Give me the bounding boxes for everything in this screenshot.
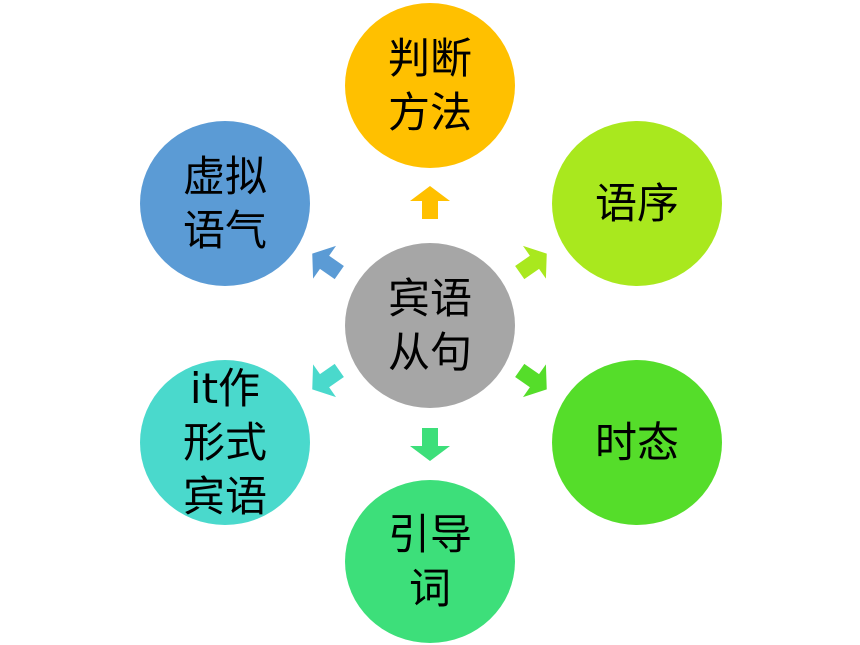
node-top-right: 语序 [552,121,722,286]
node-bottom: 引导 词 [345,480,515,643]
center-node: 宾语 从句 [345,243,515,408]
node-top-left-label: 虚拟 语气 [182,151,267,255]
arrow-up-left-icon [312,245,344,280]
arrow-down-icon [410,428,450,461]
node-bottom-right: 时态 [552,360,722,525]
node-top-right-label: 语序 [594,178,679,228]
node-top-label: 判断 方法 [387,33,472,137]
node-top-left: 虚拟 语气 [140,121,310,286]
node-bottom-left: it作 形式 宾语 [140,360,310,525]
arrow-up-right-icon [515,245,547,280]
node-bottom-label: 引导 词 [387,509,472,613]
center-node-label: 宾语 从句 [387,273,472,377]
arrow-up-icon [410,186,450,219]
node-top: 判断 方法 [345,3,515,168]
arrow-down-right-icon [515,363,547,398]
arrow-down-left-icon [312,363,344,398]
node-bottom-right-label: 时态 [594,417,679,467]
node-bottom-left-label: it作 形式 宾语 [182,363,267,521]
